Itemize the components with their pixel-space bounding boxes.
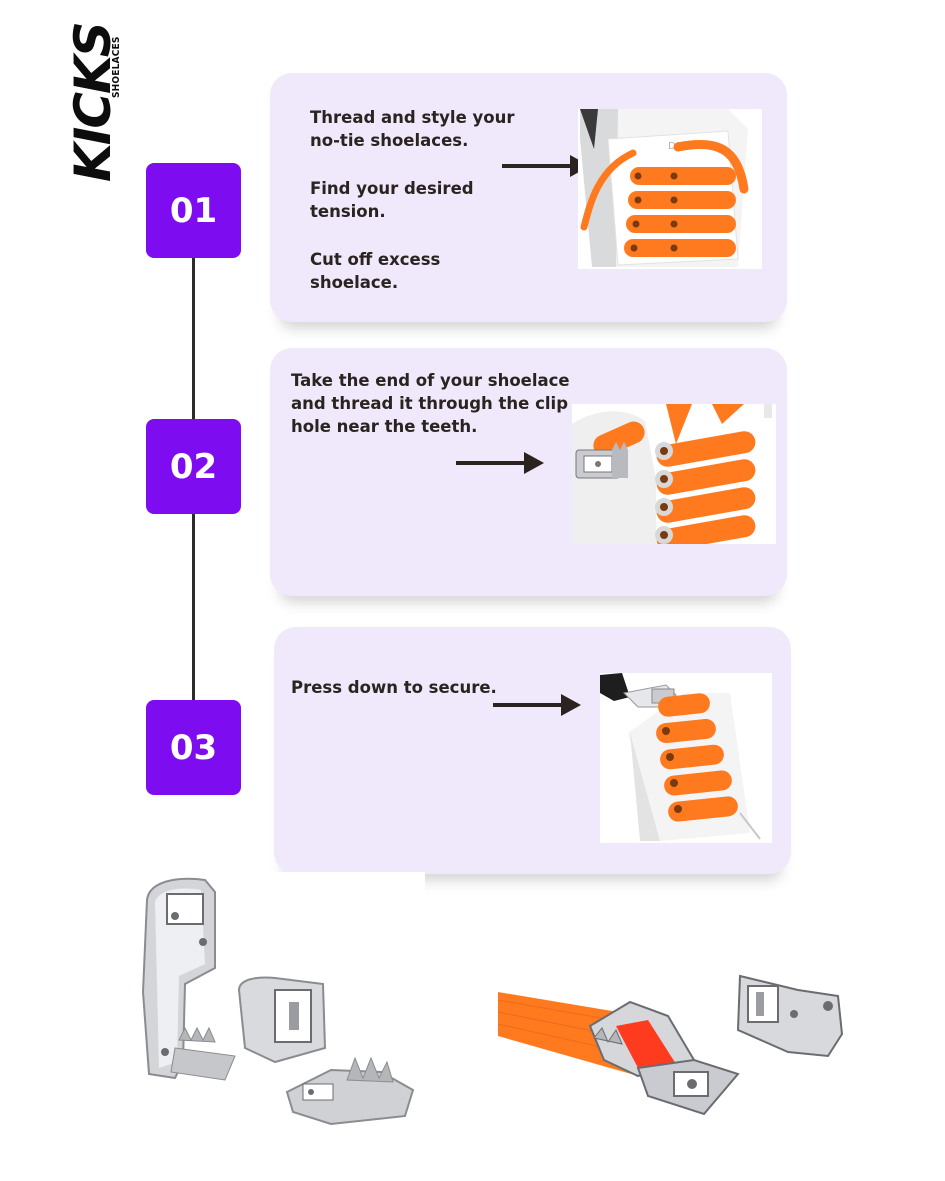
step-badge-03: 03 xyxy=(146,700,241,795)
logo-tagline: SHOELACES xyxy=(111,36,122,98)
arrow-right-icon xyxy=(502,155,590,177)
shoe-with-orange-laces-photo: DEE VIP xyxy=(578,109,762,269)
arrow-right-icon xyxy=(493,694,581,716)
orange-lace-with-clip-photo xyxy=(498,964,846,1124)
step-card-01: Thread and style your no-tie shoelaces. … xyxy=(270,73,787,322)
step-card-02: Take the end of your shoelace and thread… xyxy=(270,348,787,596)
instruction-text: Press down to secure. xyxy=(291,678,497,697)
instruction-text: Cut off excess shoelace. xyxy=(310,250,441,292)
step-badge-01: 01 xyxy=(146,163,241,258)
step-card-03: Press down to secure. xyxy=(274,627,791,874)
metal-lace-clip-parts-photo xyxy=(135,872,425,1127)
instruction-text: Find your desired tension. xyxy=(310,179,474,221)
clip-pressed-down-photo xyxy=(600,673,772,843)
step-03-instructions: Press down to secure. xyxy=(291,676,511,724)
step-02-instructions: Take the end of your shoelace and thread… xyxy=(291,369,571,463)
arrow-right-icon xyxy=(456,452,544,474)
lace-threaded-through-clip-photo xyxy=(572,404,776,544)
instruction-text: Take the end of your shoelace and thread… xyxy=(291,371,570,436)
step-01-instructions: Thread and style your no-tie shoelaces. … xyxy=(310,106,520,319)
step-badge-02: 02 xyxy=(146,419,241,514)
instruction-text: Thread and style your no-tie shoelaces. xyxy=(310,108,515,150)
kicks-logo: KICKS SHOELACES xyxy=(30,22,122,182)
